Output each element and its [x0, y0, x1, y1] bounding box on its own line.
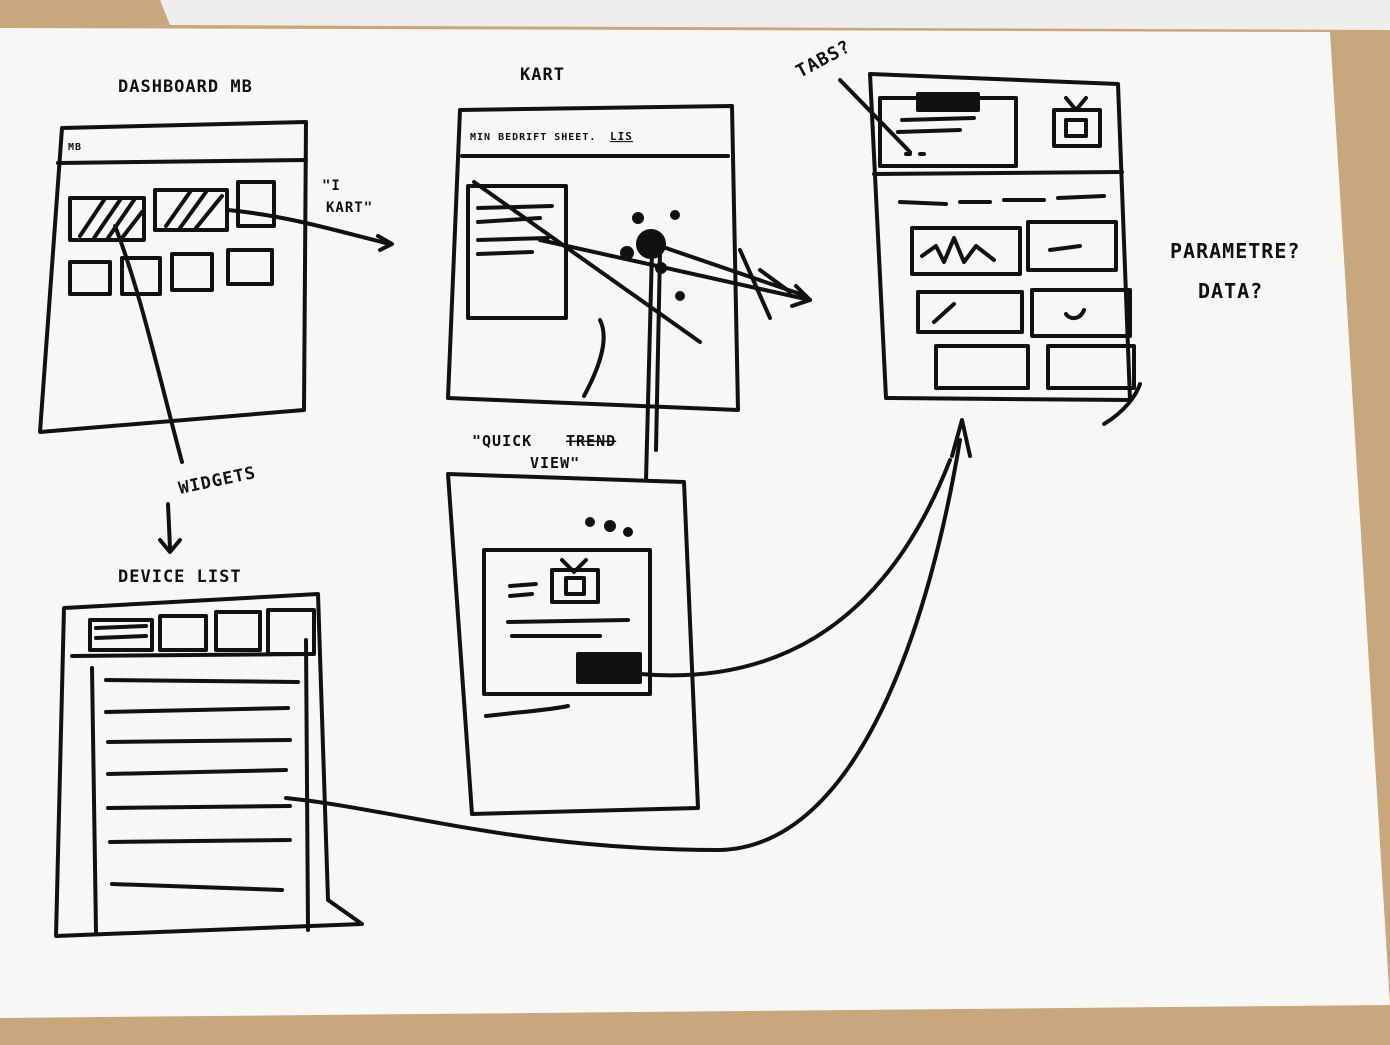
- quick-view-label-1: "QUICK: [472, 432, 532, 450]
- dashboard-screen: [38, 120, 394, 464]
- device-list-screen: [54, 418, 972, 938]
- quick-view-label-2: VIEW": [530, 454, 580, 472]
- quick-view-struck: TREND: [566, 432, 616, 450]
- kart-title: KART: [520, 65, 565, 85]
- tabs-pointer: [838, 78, 912, 154]
- kart-screen: [446, 104, 812, 482]
- kart-header: MIN BEDRIFT SHEET.: [470, 132, 596, 143]
- i-kart-note-1: "I: [322, 178, 341, 194]
- kart-header-link: LIS: [610, 130, 633, 143]
- dashboard-header: MB: [68, 142, 82, 153]
- sketch-labels: DASHBOARD MB MB KART MIN BEDRIFT SHEET. …: [68, 36, 1300, 587]
- quick-view-screen: [446, 458, 952, 816]
- device-list-title: DEVICE LIST: [118, 567, 242, 587]
- paper-sheet: [0, 28, 1390, 1018]
- back-paper-sheet: [160, 0, 1390, 30]
- parametre-note-2: DATA?: [1198, 279, 1263, 303]
- i-kart-note-2: KART": [326, 200, 373, 216]
- parametre-note-1: PARAMETRE?: [1170, 239, 1300, 263]
- dashboard-title: DASHBOARD MB: [118, 77, 253, 97]
- device-detail-screen: [868, 72, 1142, 426]
